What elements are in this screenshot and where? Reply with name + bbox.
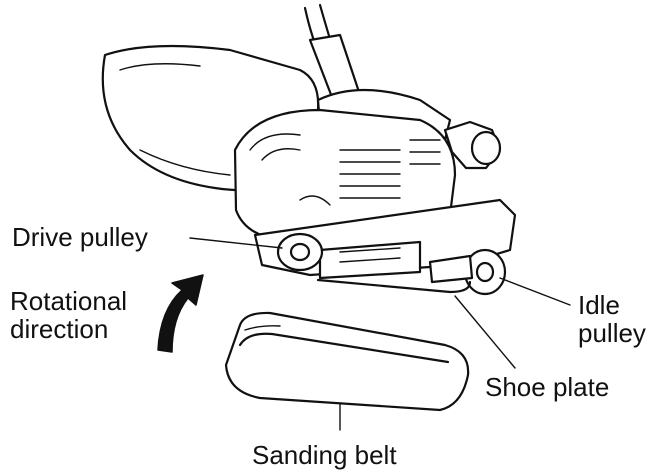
label-direction: direction — [10, 314, 109, 344]
label-rotational: Rotational — [10, 286, 128, 316]
shoe-plate — [316, 278, 472, 294]
leader-shoe-plate — [454, 295, 516, 369]
front-knob — [443, 120, 502, 170]
label-sanding-belt: Sanding belt — [252, 440, 397, 470]
label-idle: Idle — [578, 290, 620, 320]
motor-housing — [233, 108, 457, 242]
sanding-belt — [224, 311, 470, 412]
label-pulley: pulley — [578, 318, 646, 348]
curved-arrow-icon — [157, 274, 204, 353]
label-shoe-plate: Shoe plate — [485, 372, 610, 402]
idle-pulley — [428, 248, 507, 296]
leader-drive-pulley — [189, 237, 283, 249]
leader-lines — [189, 237, 571, 431]
leader-idle-pulley — [499, 277, 571, 306]
label-drive-pulley: Drive pulley — [12, 222, 148, 252]
drive-pulley — [276, 232, 324, 272]
